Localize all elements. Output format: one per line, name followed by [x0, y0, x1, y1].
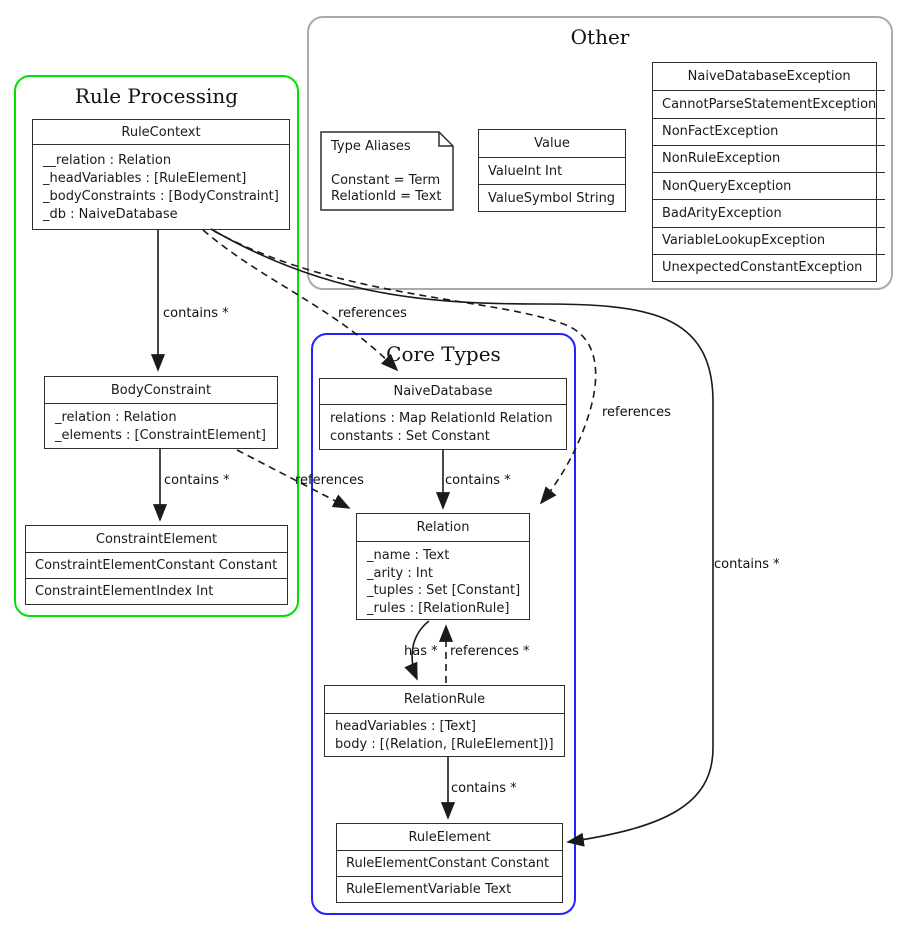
class-title-bodyconstraint: BodyConstraint — [45, 377, 277, 404]
class-title-naivedatabaseexception: NaiveDatabaseException — [687, 69, 851, 85]
class-box-constraintelement: ConstraintElement ConstraintElementConst… — [25, 525, 288, 605]
field: relations : Map RelationId Relation — [330, 411, 553, 426]
variant-row: ConstraintElementIndex Int — [26, 578, 287, 604]
note-line: RelationId = Text — [331, 189, 442, 204]
exception-row: NonFactException — [653, 117, 886, 145]
group-title-rule-processing: Rule Processing — [74, 84, 239, 108]
field: _bodyConstraints : [BodyConstraint] — [43, 189, 279, 204]
field: _arity : Int — [367, 565, 434, 581]
edge-label-contains: contains * — [451, 781, 517, 796]
edge-label-references: references — [602, 405, 671, 420]
edge-label-contains: contains * — [164, 473, 230, 488]
field: headVariables : [Text] — [335, 719, 476, 734]
variant-row: ValueSymbol String — [479, 184, 625, 211]
field: _name : Text — [367, 548, 450, 563]
field: __relation : Relation — [43, 153, 172, 168]
edge-label-references: references — [295, 473, 364, 488]
class-box-naivedatabase: NaiveDatabase relations : Map RelationId… — [319, 378, 567, 450]
class-fields-relationrule: headVariables : [Text] body : [(Relation… — [325, 714, 564, 760]
variant-row: ConstraintElementConstant Constant — [26, 552, 287, 578]
exception-row: CannotParseStatementException — [653, 90, 886, 117]
edge-label-references: references — [338, 306, 407, 321]
class-box-relation: Relation _name : Text _arity : Int _tupl… — [356, 513, 530, 620]
class-box-relationrule: RelationRule headVariables : [Text] body… — [324, 685, 565, 757]
exception-row: UnexpectedConstantException — [653, 253, 886, 281]
field: _tuples : Set [Constant] — [367, 583, 521, 598]
class-fields-naivedatabase: relations : Map RelationId Relation cons… — [320, 405, 566, 452]
class-box-bodyconstraint: BodyConstraint _relation : Relation _ele… — [44, 376, 278, 449]
variant-row: RuleElementVariable Text — [337, 876, 562, 902]
field: constants : Set Constant — [330, 429, 490, 444]
class-box-rulecontext: RuleContext __relation : Relation _headV… — [32, 119, 290, 230]
class-title-constraintelement: ConstraintElement — [95, 531, 218, 547]
class-box-value: Value ValueInt Int ValueSymbol String — [478, 129, 626, 212]
exception-row: NonQueryException — [653, 172, 886, 199]
class-title-ruleelement: RuleElement — [408, 829, 491, 845]
group-title-other: Other — [570, 25, 630, 49]
field: _db : NaiveDatabase — [43, 207, 178, 222]
edge-label-contains: contains * — [163, 306, 229, 321]
class-fields-bodyconstraint: _relation : Relation _elements : [Constr… — [45, 404, 277, 451]
class-title-value: Value — [534, 136, 570, 151]
class-title-naivedatabase: NaiveDatabase — [320, 379, 566, 405]
exception-row: NonRuleException — [653, 144, 886, 172]
edge-label-references: references * — [450, 644, 530, 659]
class-title-relation: Relation — [357, 514, 529, 542]
field: _relation : Relation — [55, 410, 177, 425]
class-title-rulecontext: RuleContext — [33, 120, 289, 145]
class-fields-rulecontext: __relation : Relation _headVariables : [… — [33, 145, 289, 230]
edge-label-contains: contains * — [714, 557, 780, 572]
field: _rules : [RelationRule] — [367, 600, 510, 616]
edge-label-contains: contains * — [445, 473, 511, 488]
class-box-exceptions: NaiveDatabaseException CannotParseStatem… — [652, 62, 886, 282]
variant-row: RuleElementConstant Constant — [337, 850, 562, 876]
field: _headVariables : [RuleElement] — [43, 171, 247, 186]
edge-label-has: has * — [404, 644, 438, 659]
field: body : [(Relation, [RuleElement])] — [335, 737, 554, 752]
note-title: Type Aliases — [331, 139, 411, 154]
note-shape — [320, 131, 454, 211]
class-title-relationrule: RelationRule — [325, 686, 564, 714]
note-line: Constant = Term — [331, 173, 441, 188]
field: _elements : [ConstraintElement] — [55, 428, 266, 443]
exception-row: BadArityException — [653, 199, 886, 226]
exception-row: VariableLookupException — [653, 226, 886, 254]
class-box-ruleelement: RuleElement RuleElementConstant Constant… — [336, 823, 563, 903]
note-type-aliases: Type Aliases Constant = Term RelationId … — [320, 131, 454, 211]
class-fields-relation: _name : Text _arity : Int _tuples : Set … — [357, 542, 529, 623]
group-title-core-types: Core Types — [386, 342, 501, 366]
variant-row: ValueInt Int — [479, 157, 625, 184]
